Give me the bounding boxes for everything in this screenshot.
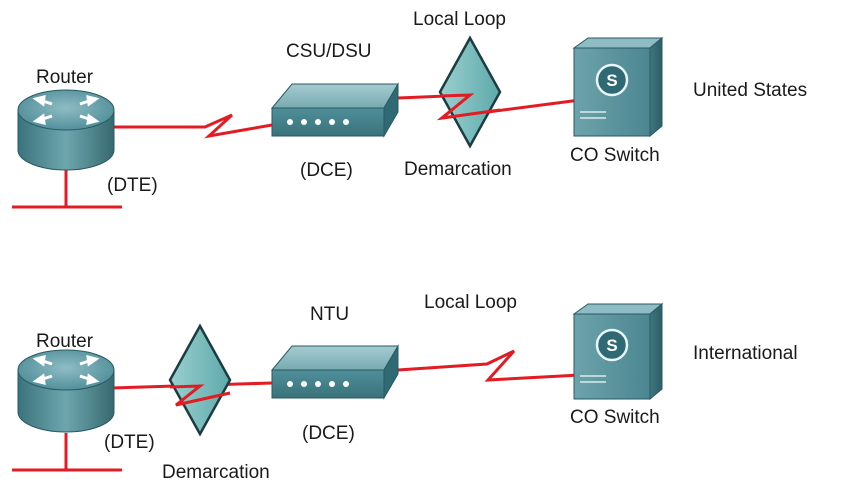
intl-local-loop-label: Local Loop — [424, 292, 517, 313]
us-co-switch-icon — [572, 36, 664, 138]
us-router-icon — [17, 89, 115, 171]
intl-dte-label: (DTE) — [104, 432, 155, 453]
intl-dce-label: (DCE) — [302, 423, 355, 444]
us-co-switch-label: CO Switch — [570, 145, 660, 166]
intl-router-label: Router — [36, 331, 94, 352]
us-demarcation-marker — [438, 35, 502, 149]
us-dte-label: (DTE) — [107, 175, 158, 196]
us-csu-dsu-icon — [270, 82, 399, 138]
intl-region-label: International — [693, 343, 798, 364]
us-csu-dsu-label: CSU/DSU — [286, 41, 372, 62]
intl-ntu-label: NTU — [310, 304, 350, 325]
intl-demarcation-link-overlay — [169, 384, 231, 407]
intl-demarcation-marker — [168, 323, 232, 437]
us-local-loop-label: Local Loop — [413, 9, 506, 30]
us-switch-glyph: S — [606, 71, 617, 90]
intl-ntu-icon — [270, 344, 399, 400]
intl-router-icon — [17, 349, 115, 433]
us-serial-link — [112, 113, 273, 139]
us-dce-label: (DCE) — [300, 160, 353, 181]
intl-lan-segment — [12, 433, 122, 472]
us-router-label: Router — [36, 67, 94, 88]
intl-co-switch-icon — [572, 302, 664, 401]
us-region-label: United States — [693, 80, 808, 101]
us-lan-segment — [12, 170, 122, 209]
intl-co-switch-label: CO Switch — [570, 407, 660, 428]
intl-switch-glyph: S — [606, 336, 617, 355]
us-local-loop-link-overlay — [436, 93, 501, 121]
intl-demarcation-label: Demarcation — [162, 462, 270, 483]
intl-local-loop-link — [397, 349, 581, 382]
us-demarcation-label: Demarcation — [404, 159, 512, 180]
